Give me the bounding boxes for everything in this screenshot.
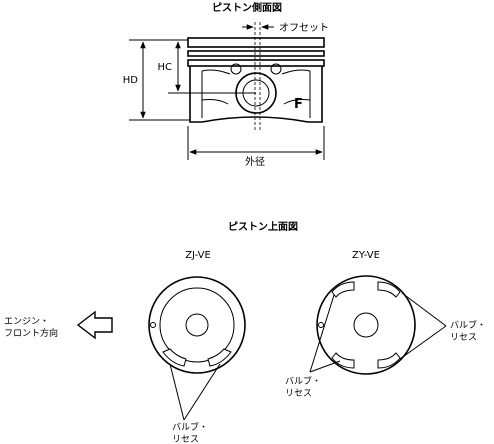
piston-outline-zj <box>148 276 246 374</box>
front-mark: F <box>294 97 303 112</box>
valve-recess-label-zy-right-2: リセス <box>450 332 477 343</box>
piston-outline-zy <box>316 275 416 375</box>
mark-dot-zj <box>150 322 156 328</box>
top-view-title: ピストン上面図 <box>228 220 298 233</box>
hc-dimension: HC <box>157 41 256 94</box>
valve-recess-zy-1 <box>331 281 355 298</box>
valve-recess-label-zy-left-1: バルブ・ <box>285 375 321 387</box>
center-circle-zj <box>185 313 209 337</box>
engine-front-direction: エンジン・ フロント方向 <box>4 310 113 340</box>
top-ring-land <box>187 37 325 48</box>
side-view-title: ピストン側面図 <box>212 1 282 14</box>
valve-recess-zj-1 <box>162 348 187 367</box>
front-arrow-icon <box>76 310 113 340</box>
valve-recess-label-zy-left-2: リセス <box>285 388 312 399</box>
valve-recess-zy-2 <box>377 281 401 298</box>
hd-dimension: HD <box>123 39 190 121</box>
valve-recess-zy-4 <box>377 352 401 369</box>
right-model-label: ZY-VE <box>352 250 380 261</box>
offset-dimension: オフセット <box>242 22 329 34</box>
valve-recess-zy-3 <box>331 352 355 369</box>
piston-top-zy-ve: バルブ・ リセス バルブ・ リセス <box>285 275 486 399</box>
piston-top-zj-ve: バルブ・ リセス <box>148 276 246 444</box>
valve-recess-zj-2 <box>207 348 232 367</box>
front-direction-line2: フロント方向 <box>4 327 58 339</box>
second-ring-land <box>187 50 325 57</box>
center-circle-zy <box>353 312 379 338</box>
mark-dot-zy <box>318 322 324 328</box>
diameter-label: 外径 <box>245 155 265 168</box>
hc-label: HC <box>157 62 172 73</box>
oil-hole-right <box>270 63 282 75</box>
valve-recess-label-zj-2: リセス <box>172 434 199 444</box>
piston-crown-zj <box>159 287 235 363</box>
piston-side-view <box>187 22 325 130</box>
oil-hole-left <box>230 63 242 75</box>
valve-recess-label-zj-1: バルブ・ <box>172 421 208 433</box>
diameter-dimension: 外径 <box>187 126 325 168</box>
front-direction-line1: エンジン・ <box>4 317 49 327</box>
oil-ring-land <box>187 59 325 67</box>
hd-label: HD <box>123 75 139 86</box>
left-model-label: ZJ-VE <box>185 250 211 261</box>
offset-label: オフセット <box>279 22 329 34</box>
valve-recess-label-zy-right-1: バルブ・ <box>450 319 486 331</box>
